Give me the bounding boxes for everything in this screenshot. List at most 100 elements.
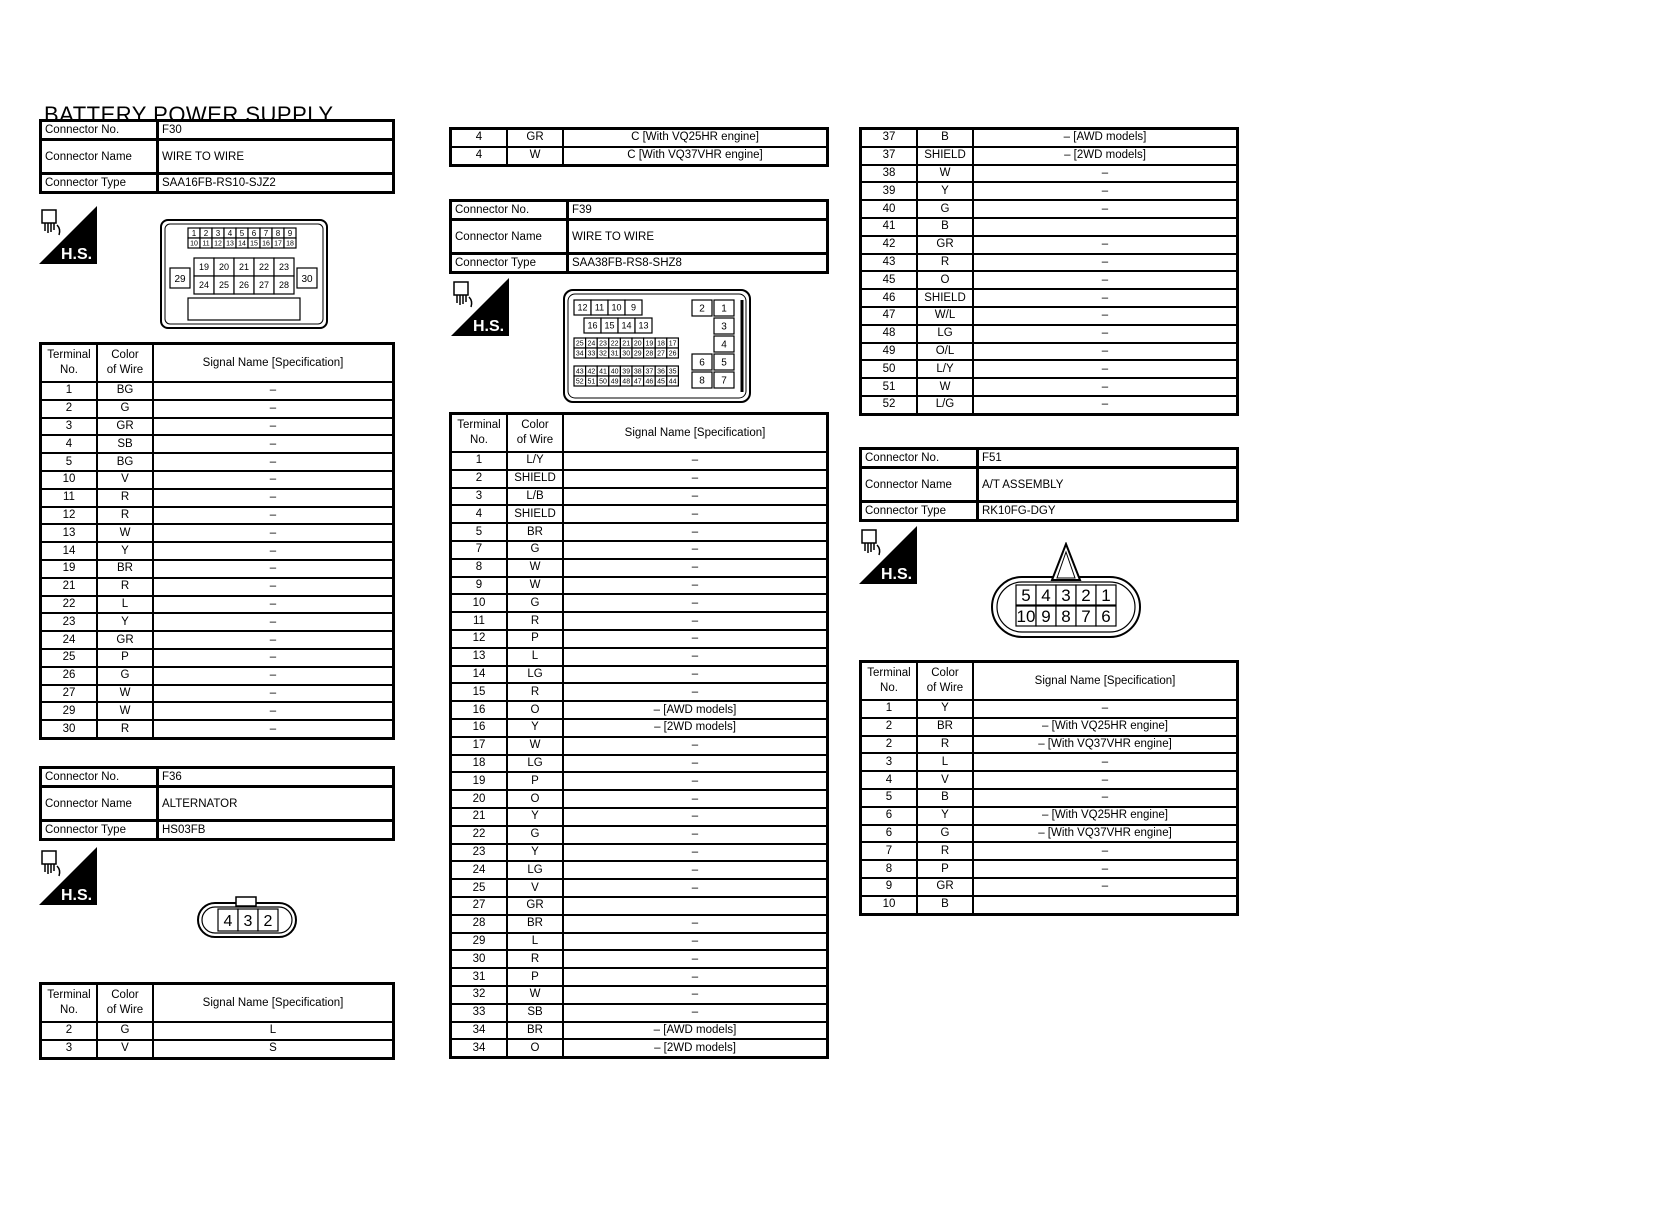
pin-label: 5 — [1021, 586, 1030, 605]
signal-name-cell: – — [562, 824, 829, 845]
wire-color-cell: G — [96, 665, 154, 686]
terminal-no-cell: 27 — [39, 683, 98, 704]
signal-name-cell: – — [972, 341, 1239, 362]
signal-name-cell: – — [972, 699, 1239, 719]
pin-label: 45 — [657, 379, 665, 386]
signal-name-cell: – [AWD models] — [562, 700, 829, 720]
terminal-no-cell: 24 — [449, 860, 508, 881]
signal-name-cell: – — [972, 770, 1239, 790]
connector-name-label: Connector Name — [39, 785, 159, 822]
signal-name-cell: – — [562, 860, 829, 881]
pin-label: 17 — [274, 241, 282, 248]
signal-name-cell: – [AWD models] — [562, 1020, 829, 1041]
connector-type-value: SAA38FB-RS8-SHZ8 — [566, 252, 829, 274]
pin-label: 49 — [611, 379, 619, 386]
wire-color-cell: G — [916, 823, 974, 844]
signal-name-cell: – — [562, 664, 829, 685]
signal-name-cell: – — [562, 1002, 829, 1023]
pin-cavity — [713, 353, 735, 371]
signal-name-cell: – — [562, 753, 829, 774]
terminal-no-cell: 22 — [39, 594, 98, 615]
pin-label: 41 — [599, 369, 607, 376]
wire-color-cell: Y — [506, 806, 564, 827]
terminal-no-cell: 24 — [39, 630, 98, 650]
wire-color-cell: R — [96, 505, 154, 526]
signal-name-cell: S — [152, 1038, 395, 1060]
signal-name-cell: – [With VQ37VHR engine] — [972, 823, 1239, 844]
signal-name-cell: – — [152, 541, 395, 561]
signal-name-cell: – — [562, 611, 829, 631]
pin-cavity — [257, 908, 279, 932]
terminal-no-cell: 19 — [39, 558, 98, 579]
terminal-no-cell: 41 — [859, 216, 918, 237]
hs-badge-text: H.S. — [473, 318, 504, 335]
signal-name-cell: – — [972, 787, 1239, 808]
terminal-no-cell: 3 — [39, 1038, 98, 1060]
signal-name-header: Signal Name [Specification] — [972, 660, 1239, 701]
terminal-no-cell: 12 — [39, 505, 98, 526]
wire-color-cell: W — [916, 377, 974, 397]
connector-name-value: ALTERNATOR — [156, 785, 395, 822]
pin-cavity — [713, 317, 735, 335]
terminal-no-cell: 46 — [859, 288, 918, 308]
pin-label: 15 — [604, 321, 614, 331]
wire-color-cell: G — [506, 593, 564, 614]
connector-no-label: Connector No. — [859, 447, 979, 469]
signal-name-cell: C [With VQ25HR engine] — [562, 127, 829, 148]
pin-cavity — [283, 237, 297, 249]
wire-color-cell: W — [506, 145, 564, 167]
terminal-no-cell: 2 — [39, 1021, 98, 1041]
signal-name-cell: – — [972, 199, 1239, 219]
pin-label: 29 — [634, 351, 642, 358]
terminal-no-cell: 52 — [859, 394, 918, 416]
signal-name-cell: – — [562, 931, 829, 952]
wire-color-cell: O — [916, 270, 974, 291]
pin-label: 1 — [1101, 586, 1110, 605]
pin-cavity — [1095, 605, 1117, 627]
signal-name-cell: – — [972, 288, 1239, 308]
signal-name-cell: – — [562, 735, 829, 756]
signal-name-cell: – — [562, 486, 829, 507]
signal-name-cell: – — [152, 647, 395, 668]
pin-label: 38 — [634, 369, 642, 376]
wire-color-cell: SHIELD — [506, 504, 564, 525]
signal-name-cell: – — [152, 683, 395, 704]
pin-label: 9 — [1041, 607, 1050, 626]
pin-label: 3 — [721, 322, 727, 333]
terminal-no-cell: 38 — [859, 163, 918, 184]
terminal-no-cell: 5 — [449, 522, 508, 542]
pin-label: 9 — [288, 229, 293, 238]
connector-name-label: Connector Name — [859, 466, 979, 503]
pin-label: 40 — [611, 369, 619, 376]
connector-name-value: WIRE TO WIRE — [156, 138, 395, 175]
pin-label: 5 — [240, 229, 245, 238]
wire-color-cell: W — [96, 701, 154, 722]
terminal-no-cell: 48 — [859, 323, 918, 344]
wire-color-cell: O — [506, 700, 564, 720]
terminal-no-cell: 7 — [449, 539, 508, 560]
wire-color-cell: LG — [916, 323, 974, 344]
terminal-no-cell: 2 — [449, 468, 508, 489]
wire-color-cell: G — [916, 199, 974, 219]
pin-label: 25 — [576, 341, 584, 348]
terminal-no-cell: 4 — [449, 504, 508, 525]
signal-name-cell: C [With VQ37VHR engine] — [562, 145, 829, 167]
wire-color-cell: BR — [506, 1020, 564, 1041]
